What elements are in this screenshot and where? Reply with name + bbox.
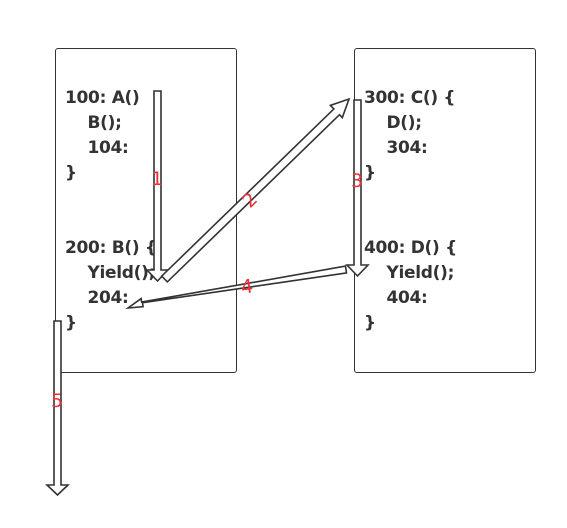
code-box-left (55, 48, 237, 373)
code-line: 300: C() { (364, 88, 456, 108)
arrow-4 (125, 265, 348, 310)
arrow-2 (160, 97, 351, 284)
code-line: Yield(); (364, 263, 455, 283)
code-line: 304: (364, 138, 428, 158)
arrow-label-4: 4 (240, 275, 255, 298)
code-line: } (364, 313, 376, 333)
arrow-label-5: 5 (51, 390, 63, 412)
code-line: B(); (65, 113, 122, 133)
code-line: 400: D() { (364, 238, 457, 258)
code-line: 204: (65, 288, 129, 308)
arrow-label-1: 1 (151, 168, 163, 190)
arrow-3 (345, 99, 370, 278)
arrow-5 (45, 320, 70, 497)
code-line: } (364, 163, 376, 183)
code-box-right (354, 48, 536, 373)
code-line: } (65, 163, 77, 183)
code-line: 100: A() (65, 88, 140, 108)
code-line: } (65, 313, 77, 333)
code-line: 404: (364, 288, 428, 308)
code-line: Yield(); (65, 263, 156, 283)
arrow-label-3: 3 (351, 170, 363, 192)
code-line: D(); (364, 113, 422, 133)
code-line: 104: (65, 138, 129, 158)
